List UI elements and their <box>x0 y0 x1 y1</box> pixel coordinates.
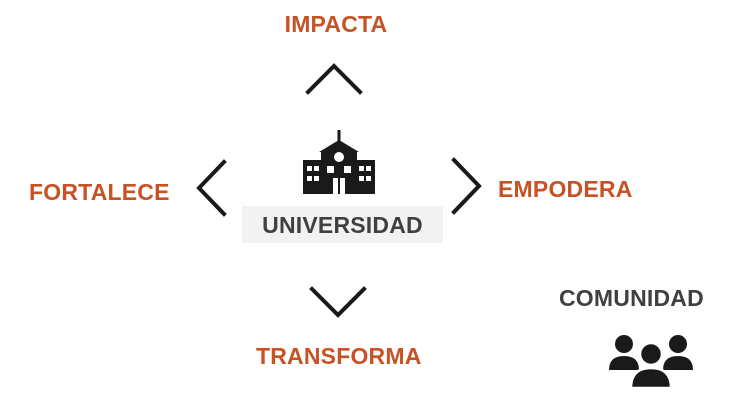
chevron-down-icon <box>309 286 367 318</box>
label-comunidad: COMUNIDAD <box>559 285 704 311</box>
label-impacta: IMPACTA <box>284 11 388 37</box>
label-transforma: TRANSFORMA <box>256 343 422 369</box>
chevron-right-icon <box>451 157 482 215</box>
label-universidad: UNIVERSIDAD <box>262 212 423 238</box>
label-fortalece: FORTALECE <box>29 179 170 205</box>
chevron-up-icon <box>305 63 363 95</box>
chevron-left-icon <box>196 159 227 217</box>
people-group-icon <box>609 335 693 390</box>
center-label-box: UNIVERSIDAD <box>242 206 443 243</box>
school-building-icon <box>303 130 375 194</box>
label-empodera: EMPODERA <box>498 176 633 202</box>
